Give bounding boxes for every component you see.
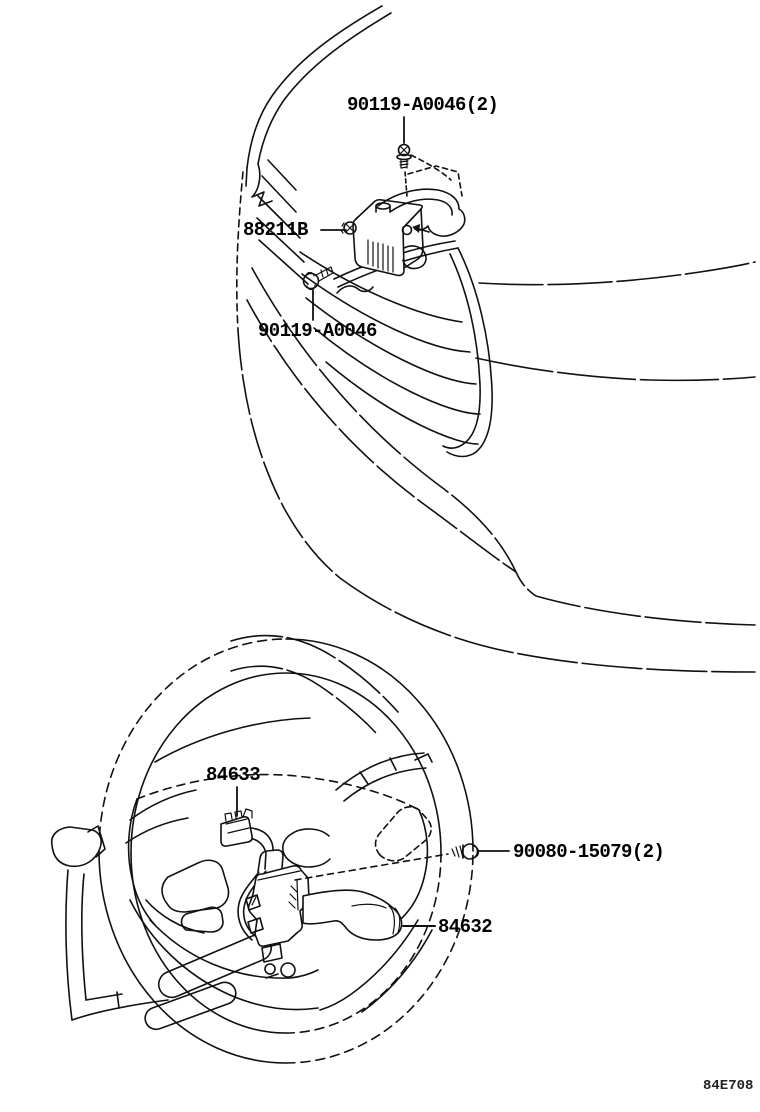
part-label-stalk-switch: 84632 xyxy=(438,916,493,938)
screw-stalk-icon xyxy=(294,843,510,881)
diagram-code: 84E708 xyxy=(703,1078,754,1094)
front-bumper-view xyxy=(230,5,756,734)
radar-sensor xyxy=(340,198,430,277)
hub-center-arc xyxy=(282,828,331,868)
wheel-inner-rim xyxy=(130,672,442,1034)
part-label-bolt-top: 90119-A0046(2) xyxy=(347,94,499,116)
screw-top-icon xyxy=(396,116,412,197)
part-label-screw: 90080-15079(2) xyxy=(513,841,665,863)
column-stalk-left xyxy=(50,825,169,1021)
steering-wheel-view xyxy=(50,638,510,1064)
hood-line-right xyxy=(475,261,756,382)
airbag-pad xyxy=(127,717,429,979)
right-spoke-buttons xyxy=(335,752,433,862)
bumper-lower-arcs xyxy=(230,634,399,734)
part-label-connector: 84633 xyxy=(206,764,261,786)
wheel-outer-rim xyxy=(98,638,474,1064)
screw-front-icon xyxy=(302,266,334,321)
part-label-bolt-front: 90119-A0046 xyxy=(258,320,377,342)
fender-edge xyxy=(236,171,341,579)
cruise-switch-body xyxy=(245,849,310,979)
left-spoke-buttons xyxy=(125,789,230,934)
hood-edge xyxy=(245,5,392,207)
cruise-stalk-lever xyxy=(302,889,403,941)
bumper-creases xyxy=(246,267,756,673)
grille-slat-ends xyxy=(256,159,309,285)
sensor-bracket xyxy=(377,154,466,237)
part-label-sensor: 88211B xyxy=(243,219,308,241)
bottom-leader-lines xyxy=(236,786,436,927)
